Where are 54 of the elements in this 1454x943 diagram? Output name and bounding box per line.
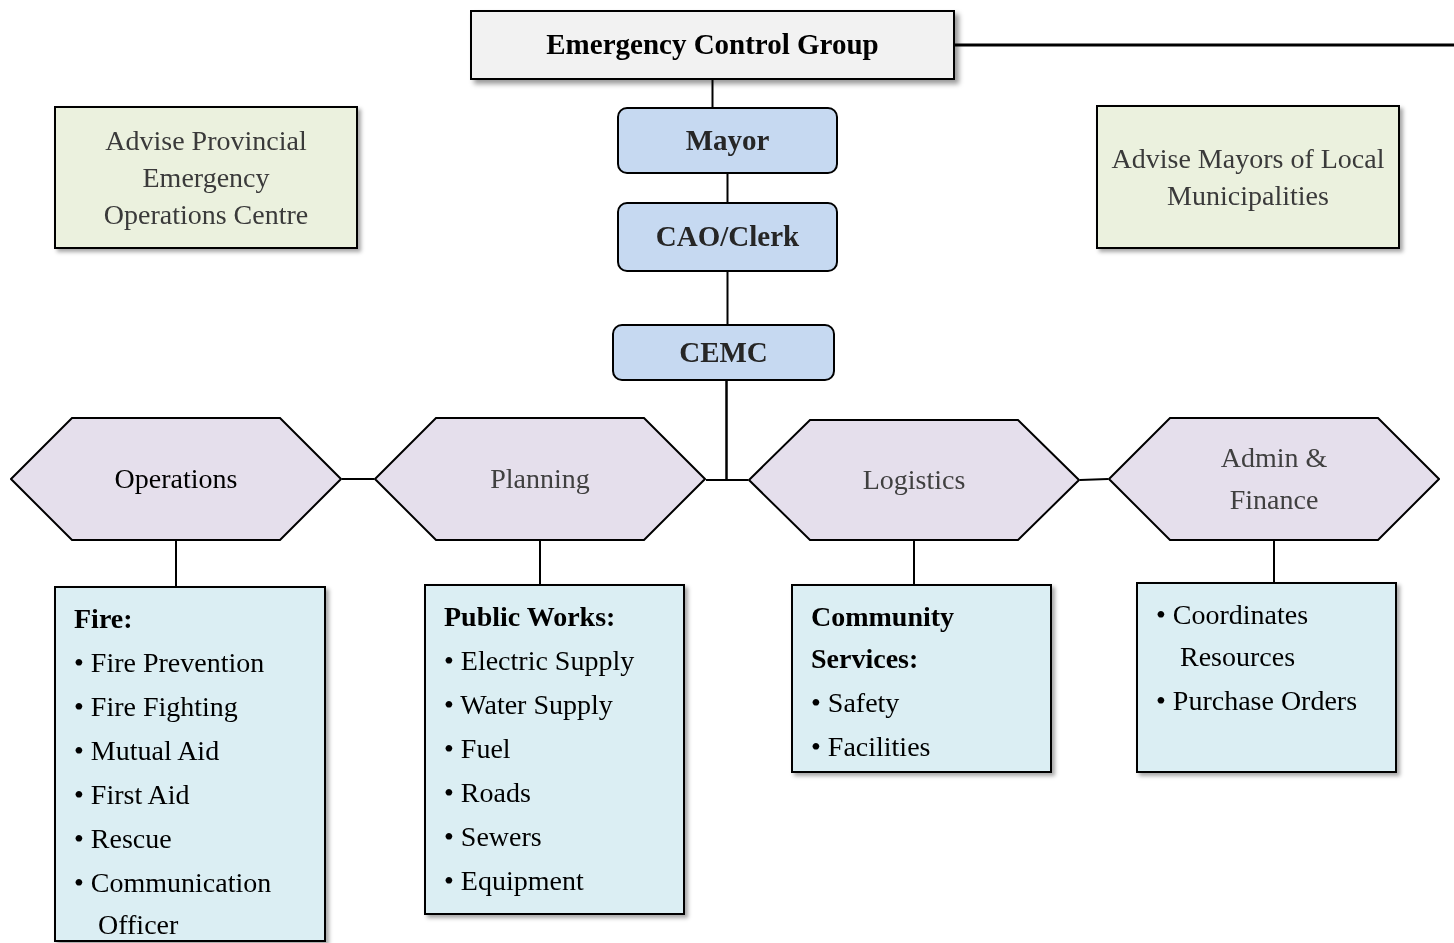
node-label: Operations: [113, 462, 239, 496]
connector-line: [1079, 478, 1109, 481]
role-box: [617, 107, 838, 174]
connector-line: [539, 540, 541, 585]
list-item: • Communication Officer: [74, 866, 273, 942]
node-label: CAO/Clerk: [655, 219, 800, 255]
list-item: • Facilities: [811, 730, 932, 764]
function-hexagon: [10, 417, 342, 541]
task-list-box: [791, 584, 1052, 773]
node-label: CEMC: [679, 334, 768, 370]
connector-line: [711, 79, 714, 108]
list-item: • Fuel: [444, 732, 512, 766]
list-item: • Mutual Aid: [74, 734, 221, 768]
list-item: • Water Supply: [444, 688, 614, 722]
node-label: Logistics: [861, 463, 967, 497]
node-label: Advise Provincial Emergency Operations Centre: [102, 124, 310, 232]
list-item: • Rescue: [74, 822, 173, 856]
connector-line: [726, 271, 729, 325]
connector-line: [175, 540, 177, 587]
node-label: Advise Mayors of Local Municipalities: [1110, 142, 1386, 213]
connector-line: [726, 173, 729, 203]
list-item: • Fire Prevention: [74, 646, 266, 680]
connector-line: [913, 540, 915, 585]
list-heading: Public Works:: [444, 600, 617, 634]
task-list-box: [424, 584, 685, 915]
list-item: • Coordinates Resources: [1156, 598, 1310, 674]
connector-line: [341, 478, 375, 480]
role-box: [612, 324, 835, 381]
list-item: • Roads: [444, 776, 532, 810]
task-list-box: [54, 586, 326, 942]
task-list-box: [1136, 582, 1397, 773]
node-label: Emergency Control Group: [546, 27, 879, 63]
role-box: [617, 202, 838, 272]
node-label: Mayor: [685, 122, 770, 158]
connector-line: [955, 43, 1454, 47]
list-item: • First Aid: [74, 778, 191, 812]
list-heading: Fire:: [74, 602, 134, 636]
advisory-box: [54, 106, 358, 249]
list-item: • Safety: [811, 686, 901, 720]
list-item: • Purchase Orders: [1156, 684, 1359, 718]
function-hexagon: [748, 419, 1080, 541]
list-item: • Fire Fighting: [74, 690, 239, 724]
node-label: Planning: [489, 462, 591, 496]
list-heading: Community Services:: [811, 600, 956, 676]
function-hexagon: [1108, 417, 1440, 541]
connector-line: [725, 380, 749, 481]
node-label: Admin & Finance: [1219, 441, 1329, 517]
group-header-box: [470, 10, 955, 80]
function-hexagon: [374, 417, 706, 541]
list-item: • Electric Supply: [444, 644, 636, 678]
connector-line: [1273, 540, 1275, 583]
list-item: • Equipment: [444, 864, 585, 898]
advisory-box: [1096, 105, 1400, 249]
list-item: • Sewers: [444, 820, 543, 854]
